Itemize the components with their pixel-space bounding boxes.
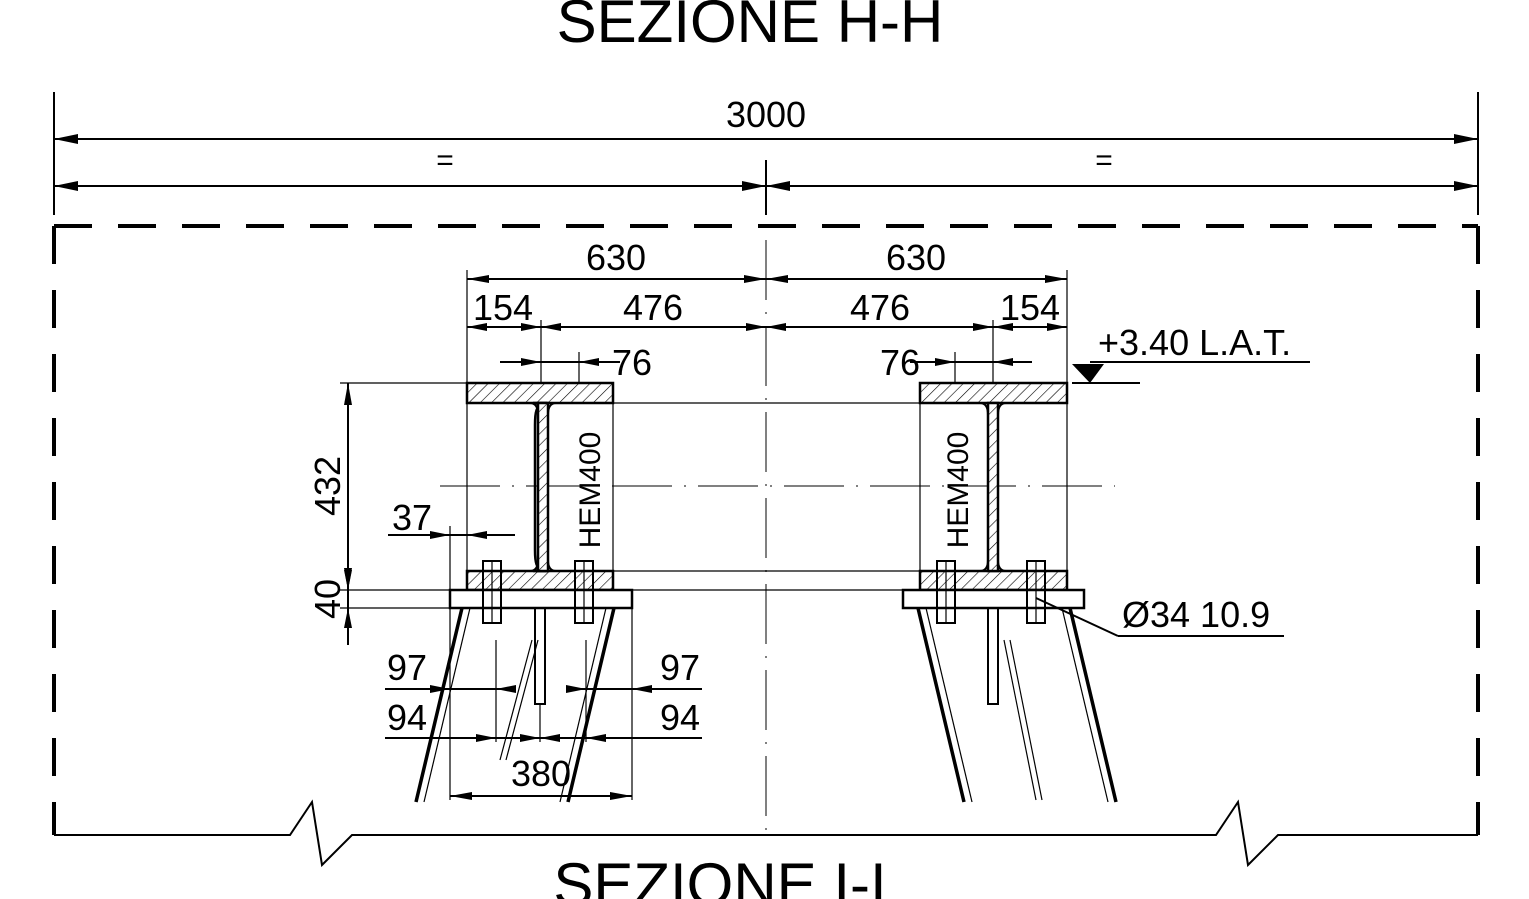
dimension-380-label: 380 <box>511 753 571 794</box>
dimension-94-right-label: 94 <box>660 697 700 738</box>
dimension-76-left-label: 76 <box>612 342 652 383</box>
dashed-outline <box>52 224 1480 835</box>
dimension-overall: 3000 <box>53 92 1479 215</box>
section-title-top: SEZIONE H-H <box>557 0 944 55</box>
dimension-432: 432 <box>307 382 467 590</box>
beam-right-label: HEM400 <box>942 432 975 549</box>
dimension-476-left-label: 476 <box>623 287 683 328</box>
dimension-97-94-left: 97 94 <box>385 608 541 800</box>
dimension-76-left: 76 <box>500 342 652 383</box>
dimension-37-label: 37 <box>392 497 432 538</box>
dimension-97-left-label: 97 <box>387 647 427 688</box>
dimension-630-right: 630 <box>766 237 1068 383</box>
dimension-half-right-label: = <box>1095 144 1113 177</box>
dimension-97-right-label: 97 <box>660 647 700 688</box>
base-plate-left <box>448 588 634 610</box>
section-title-bottom: SEZIONE I-I <box>553 851 886 899</box>
base-plate-right <box>901 588 1086 610</box>
dimension-76-right-label: 76 <box>880 342 920 383</box>
dimension-154-476-left: 154 476 <box>467 287 766 383</box>
dimension-94-left-label: 94 <box>387 697 427 738</box>
dimension-overall-label: 3000 <box>726 94 806 135</box>
dimension-76-right: 76 <box>880 342 1032 383</box>
dimension-40-label: 40 <box>307 579 348 619</box>
dimension-380: 380 <box>450 753 632 800</box>
dimension-halves: = = <box>54 144 1478 215</box>
beam-right: HEM400 <box>918 381 1069 592</box>
bolts-left <box>482 560 594 624</box>
dimension-154-476-right: 476 154 <box>766 287 1067 383</box>
pile-right <box>916 607 1118 803</box>
dimension-154-left-label: 154 <box>473 287 533 328</box>
bolt-label: Ø34 10.9 <box>1122 594 1270 635</box>
dimension-630-right-label: 630 <box>886 237 946 278</box>
dimension-630-left: 630 <box>466 237 766 383</box>
dimension-half-left-label: = <box>436 144 454 177</box>
dimension-476-right-label: 476 <box>850 287 910 328</box>
bolts-right <box>936 560 1046 624</box>
level-marker: +3.40 L.A.T. <box>1072 322 1310 384</box>
dimension-630-left-label: 630 <box>586 237 646 278</box>
dimension-37: 37 <box>388 497 515 590</box>
beam-left-label: HEM400 <box>574 432 607 549</box>
dimension-97-94-right: 97 94 <box>540 608 702 800</box>
pile-left <box>414 607 616 803</box>
dimension-432-label: 432 <box>307 456 348 516</box>
level-label: +3.40 L.A.T. <box>1098 322 1291 363</box>
break-line <box>54 799 1478 868</box>
bolt-callout: Ø34 10.9 <box>1035 594 1284 637</box>
dimension-40: 40 <box>307 570 450 645</box>
dimension-154-right-label: 154 <box>1000 287 1060 328</box>
